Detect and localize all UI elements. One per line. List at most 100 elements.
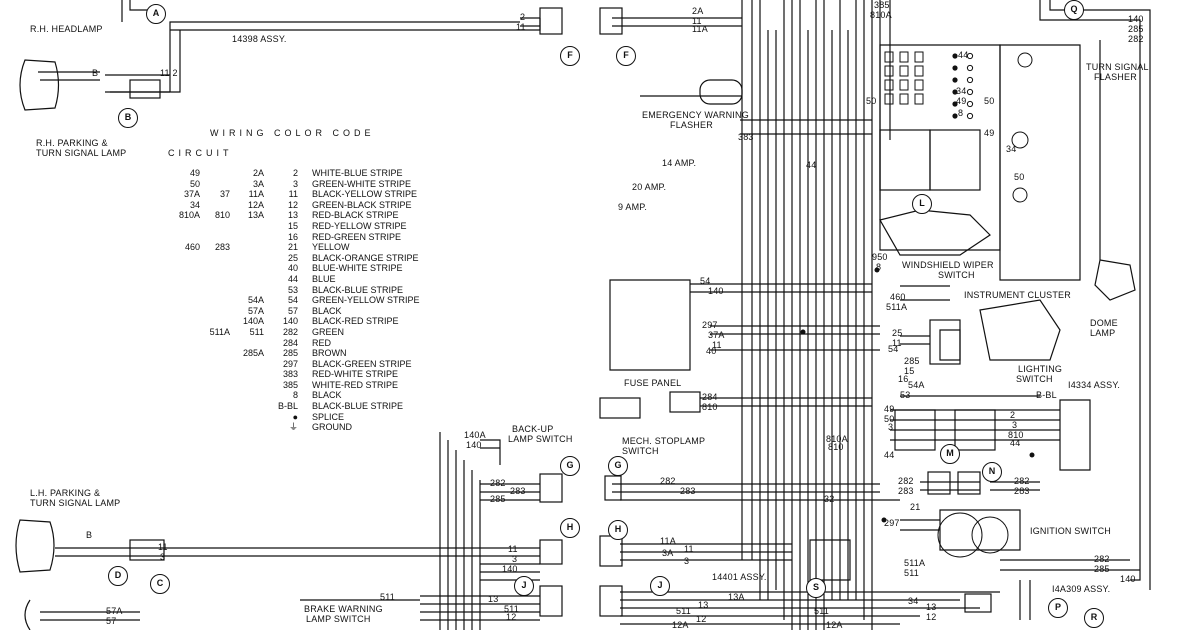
color-code-cell-d: 12 <box>287 199 298 210</box>
color-code-cell-b <box>200 359 230 370</box>
wire-number: 12A <box>672 620 689 630</box>
color-code-cell-a <box>160 348 200 359</box>
dome-lamp-label-2: LAMP <box>1090 328 1116 338</box>
wire-number: 25 <box>892 328 903 338</box>
color-code-cell-c <box>230 380 264 391</box>
wire-number: 15 <box>904 366 915 376</box>
color-code-cell-c <box>230 285 264 296</box>
color-code-cell-color: YELLOW <box>312 242 350 253</box>
wire-number: 12A <box>826 620 843 630</box>
wire-number: 140 <box>1128 14 1144 24</box>
wire-number: 282 <box>1094 554 1110 564</box>
wire-number: 385 <box>874 0 890 10</box>
color-code-cell-b <box>200 200 230 211</box>
assy-14398-label: 14398 ASSY. <box>232 34 287 44</box>
wire-number: 50 <box>1014 172 1025 182</box>
wire-number: 140 <box>1120 574 1136 584</box>
wire-number: 383 <box>738 132 754 142</box>
wire-number: 53 <box>900 390 911 400</box>
color-code-cell-d: 25 <box>287 252 298 263</box>
wire-number: 810 <box>702 402 718 412</box>
wire-number: 3 <box>888 422 894 432</box>
color-code-cell-d: ● <box>292 411 298 422</box>
rh-headlamp-label: R.H. HEADLAMP <box>30 24 103 34</box>
connector-n: N <box>982 462 1002 482</box>
wire-number: 50 <box>984 96 995 106</box>
color-code-cell-a <box>160 263 200 274</box>
wire-number: 810 <box>828 442 844 452</box>
color-code-cell-color: GREEN-WHITE STRIPE <box>312 178 412 189</box>
wire-number: 40 <box>706 346 717 356</box>
wire-number: 511 <box>504 604 519 614</box>
color-code-cell-b <box>200 390 230 401</box>
wire-number: 11 <box>712 340 722 350</box>
color-code-cell-b <box>200 412 230 423</box>
color-code-cell-a <box>160 390 200 401</box>
wire-number: 2A <box>692 6 704 16</box>
wire-number: 2 <box>1010 410 1016 420</box>
connector-b: B <box>118 108 138 128</box>
wire-number: 950 <box>872 252 888 262</box>
color-code-cell-color: GROUND <box>312 422 352 433</box>
color-code-row: 385 WHITE-RED STRIPE <box>160 380 452 391</box>
turn-flasher-label-2: FLASHER <box>1094 72 1137 82</box>
connector-m: M <box>940 444 960 464</box>
emergency-flasher-label-1: EMERGENCY WARNING <box>642 110 749 120</box>
wiper-switch-label-2: SWITCH <box>938 270 975 280</box>
fuse-14amp-label: 14 AMP. <box>662 158 697 168</box>
wire-number: 810A <box>870 10 892 20</box>
wire-number: 11 <box>158 542 168 552</box>
wire-number: 57A <box>106 606 123 616</box>
color-code-cell-d: 383 <box>282 369 298 380</box>
backup-switch-label-2: LAMP SWITCH <box>508 434 573 444</box>
color-code-cell-d: 13 <box>287 210 298 221</box>
color-code-cell-a <box>160 369 200 380</box>
color-code-cell-color: GREEN <box>312 326 345 337</box>
color-code-cell-d: 15 <box>287 220 298 231</box>
color-code-cell-a <box>160 316 200 327</box>
assy-14401-label: 14401 ASSY. <box>712 572 767 582</box>
wire-number: 11 <box>508 544 518 554</box>
color-code-cell-a: 810A <box>178 210 200 221</box>
color-code-cell-b <box>200 221 230 232</box>
wire-number: 282 <box>660 476 676 486</box>
color-code-cell-color: BLACK <box>312 305 342 316</box>
color-code-cell-b <box>200 422 230 433</box>
connector-d: D <box>108 566 128 586</box>
color-code-cell-color: BLACK-ORANGE STRIPE <box>312 252 419 263</box>
emergency-flasher-label-2: FLASHER <box>670 120 713 130</box>
color-code-cell-d: 385 <box>282 379 298 390</box>
wire-number: 50 <box>866 96 877 106</box>
connector-j-right: J <box>650 576 670 596</box>
color-code-cell-c <box>230 232 264 243</box>
color-code-cell-c <box>230 369 264 380</box>
color-code-cell-c <box>230 338 264 349</box>
wire-number: 8 <box>876 262 882 272</box>
color-code-cell-c <box>230 263 264 274</box>
color-code-cell-color: WHITE-RED STRIPE <box>312 379 399 390</box>
color-code-cell-color: BLUE-WHITE STRIPE <box>312 263 403 274</box>
connector-q: Q <box>1064 0 1084 20</box>
fuse-panel-label: FUSE PANEL <box>624 378 682 388</box>
color-code-cell-a: 460 <box>184 242 200 253</box>
wire-number: 297 <box>702 320 718 330</box>
wire-number: 3 <box>160 552 166 562</box>
color-code-cell-color: RED-YELLOW STRIPE <box>312 220 407 231</box>
color-code-cell-c: 140A <box>242 316 264 327</box>
wire-number: 37A <box>708 330 725 340</box>
color-code-cell-b <box>200 168 230 179</box>
turn-flasher-label-1: TURN SIGNAL <box>1086 62 1149 72</box>
color-code-cell-b <box>200 316 230 327</box>
color-code-cell-a <box>160 412 200 423</box>
color-code-cell-color: BLACK-BLUE STRIPE <box>312 284 404 295</box>
brake-warning-label-1: BRAKE WARNING <box>304 604 383 614</box>
wire-number: 511A <box>904 558 926 568</box>
color-code-cell-b <box>200 274 230 285</box>
